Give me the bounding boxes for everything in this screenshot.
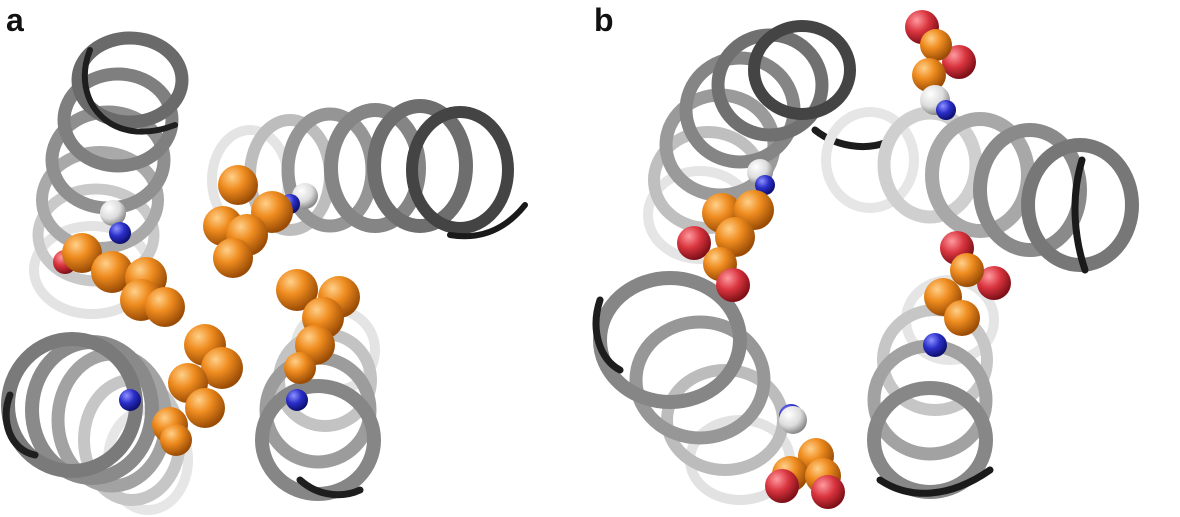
side-chain-left	[677, 159, 775, 302]
helix-lower-left	[592, 271, 795, 505]
panel-label-b: b	[594, 2, 614, 38]
helix-upper-left	[643, 20, 894, 264]
panel-a-canvas	[1, 31, 528, 515]
side-chain-bottom	[765, 404, 845, 509]
helix-upper-right	[821, 106, 1139, 274]
panel-a-molecular-render	[1, 31, 528, 515]
side-chain-bottom-right	[276, 269, 360, 411]
side-chain-top	[905, 10, 976, 120]
side-chain-bottom-left	[119, 324, 243, 456]
panel-label-a: a	[6, 2, 24, 38]
panel-b-canvas	[592, 10, 1139, 509]
side-chain-top-right	[203, 165, 318, 278]
side-chain-right	[923, 231, 1011, 357]
side-chain-top-left	[53, 200, 185, 327]
panel-b-molecular-render	[590, 0, 1180, 517]
